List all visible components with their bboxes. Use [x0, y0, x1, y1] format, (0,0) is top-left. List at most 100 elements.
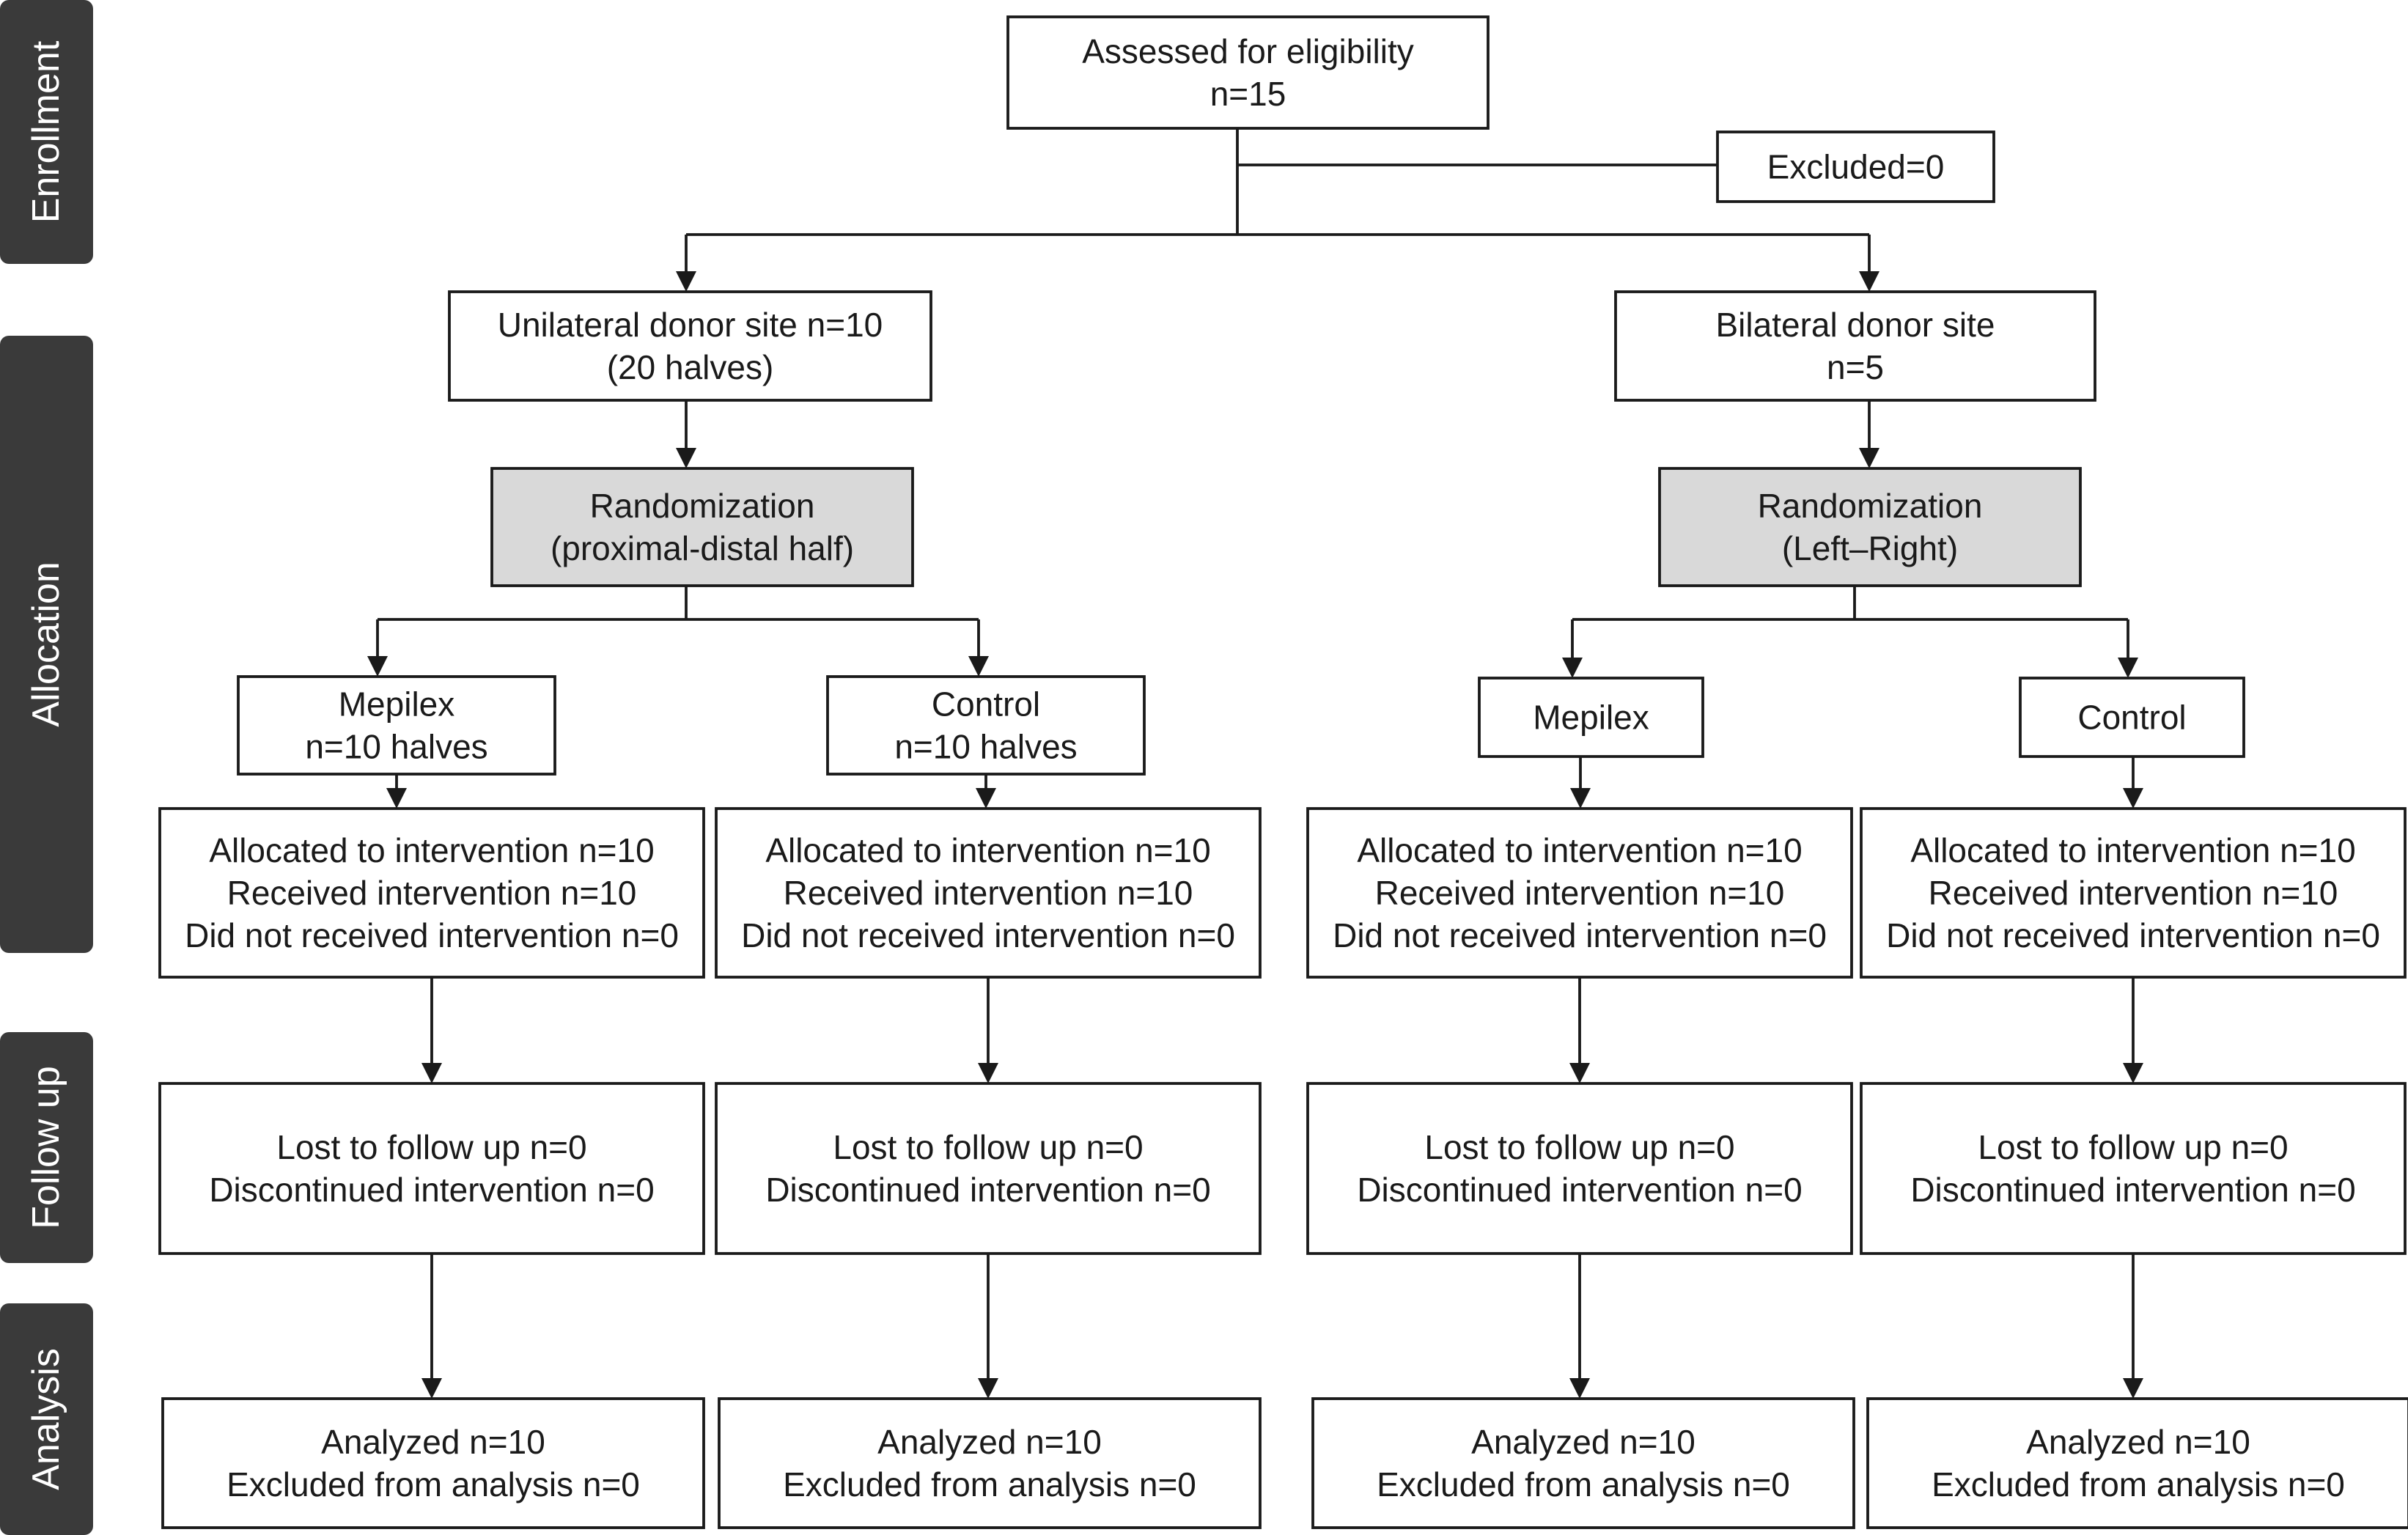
- excluded-box: Excluded=0: [1716, 130, 1995, 203]
- box-frame: [161, 1397, 705, 1529]
- right-control-box: Control: [2019, 677, 2245, 758]
- phase-enrollment: Enrollment: [0, 0, 93, 264]
- phase-label: Enrollment: [25, 40, 67, 223]
- right-randomization-box: Randomization (Left–Right): [1658, 467, 2082, 587]
- box-text-line: Randomization: [1758, 487, 1983, 525]
- box-text-line: Control: [2077, 699, 2186, 737]
- box-frame: [1860, 807, 2407, 979]
- arrow-down-icon: [2123, 1063, 2143, 1083]
- box-frame: [1716, 130, 1995, 203]
- box-text-line: Lost to follow up n=0: [276, 1128, 586, 1166]
- box-text-line: (proximal-distal half): [551, 529, 854, 567]
- box-frame: [1306, 807, 1853, 979]
- box-text-line: Mepilex: [339, 685, 455, 724]
- arrow-down-icon: [367, 656, 388, 677]
- box-text-line: Control: [932, 685, 1040, 724]
- box-text-line: (20 halves): [607, 348, 774, 386]
- phase-allocation: Allocation: [0, 336, 93, 953]
- box-text-line: Discontinued intervention n=0: [1910, 1171, 2355, 1209]
- box-frame: [158, 1082, 705, 1255]
- box-frame: [715, 807, 1262, 979]
- box-text-line: n=5: [1827, 348, 1884, 386]
- box-text-line: (Left–Right): [1782, 529, 1958, 567]
- box-text-line: Analyzed n=10: [2026, 1423, 2250, 1461]
- phase-bar: [0, 1303, 93, 1535]
- arrow-down-icon: [968, 656, 989, 677]
- unilateral-group-box: Unilateral donor site n=10 (20 halves): [448, 290, 932, 402]
- arrow-down-icon: [1570, 788, 1591, 809]
- box-frame: [1311, 1397, 1855, 1529]
- box-text-line: Discontinued intervention n=0: [209, 1171, 654, 1209]
- box-frame: [1658, 467, 2082, 587]
- box-text-line: n=10 halves: [894, 728, 1077, 766]
- box-frame: [490, 467, 914, 587]
- box-frame: [1478, 677, 1704, 758]
- box-text-line: n=15: [1210, 75, 1286, 113]
- box-frame: [1866, 1397, 2408, 1529]
- box-text-line: Did not received intervention n=0: [185, 916, 679, 954]
- arrow-down-icon: [421, 1063, 442, 1083]
- box-text-line: Discontinued intervention n=0: [1357, 1171, 1802, 1209]
- box-text-line: Analyzed n=10: [1471, 1423, 1695, 1461]
- box-text-line: Assessed for eligibility: [1082, 32, 1414, 70]
- box-frame: [826, 675, 1146, 776]
- box-frame: [1614, 290, 2096, 402]
- connectors: [367, 128, 2143, 1399]
- box-text-line: Unilateral donor site n=10: [498, 306, 883, 344]
- box-text-line: Received intervention n=10: [1929, 874, 2338, 912]
- box-text-line: Allocated to intervention n=10: [209, 831, 654, 869]
- box-text-line: Mepilex: [1533, 699, 1649, 737]
- arrow-down-icon: [676, 271, 696, 292]
- box-text-line: Received intervention n=10: [784, 874, 1193, 912]
- phase-label: Follow up: [25, 1066, 67, 1229]
- box-text-line: Received intervention n=10: [227, 874, 637, 912]
- arrow-down-icon: [421, 1378, 442, 1399]
- phase-label: Analysis: [25, 1348, 67, 1490]
- phase-bar: [0, 336, 93, 953]
- box-text-line: Lost to follow up n=0: [1978, 1128, 2288, 1166]
- box-frame: [1306, 1082, 1853, 1255]
- left-randomization-box: Randomization(proximal-distal half): [490, 467, 914, 587]
- box-text-line: Lost to follow up n=0: [1424, 1128, 1734, 1166]
- arrow-down-icon: [1859, 448, 1879, 468]
- phase-bar: [0, 0, 93, 264]
- box-text-line: Analyzed n=10: [321, 1423, 545, 1461]
- box-frame: [237, 675, 556, 776]
- box-text-line: Excluded from analysis n=0: [227, 1465, 640, 1503]
- box-frame: [158, 807, 705, 979]
- arrow-down-icon: [978, 1378, 998, 1399]
- arrow-down-icon: [2123, 788, 2143, 809]
- box-text-line: Excluded from analysis n=0: [1932, 1465, 2345, 1503]
- box-text-line: Did not received intervention n=0: [1886, 916, 2380, 954]
- box-frame: [448, 290, 932, 402]
- arrow-down-icon: [1569, 1063, 1590, 1083]
- box-frame: [715, 1082, 1262, 1255]
- box-text-line: Excluded=0: [1767, 148, 1945, 186]
- box-text-line: Allocated to intervention n=10: [1910, 831, 2355, 869]
- flow-boxes: Assessed for eligibility n=15Excluded=0Un…: [158, 15, 2408, 1529]
- assessed-box: Assessed for eligibility n=15: [1006, 15, 1490, 130]
- phase-analysis: Analysis: [0, 1303, 93, 1535]
- arrow-down-icon: [2118, 658, 2138, 678]
- arrow-down-icon: [978, 1063, 998, 1083]
- box-text-line: Allocated to intervention n=10: [765, 831, 1210, 869]
- arrow-down-icon: [386, 788, 407, 809]
- box-text-line: Excluded from analysis n=0: [783, 1465, 1196, 1503]
- arrow-down-icon: [976, 788, 996, 809]
- arrow-down-icon: [1859, 271, 1879, 292]
